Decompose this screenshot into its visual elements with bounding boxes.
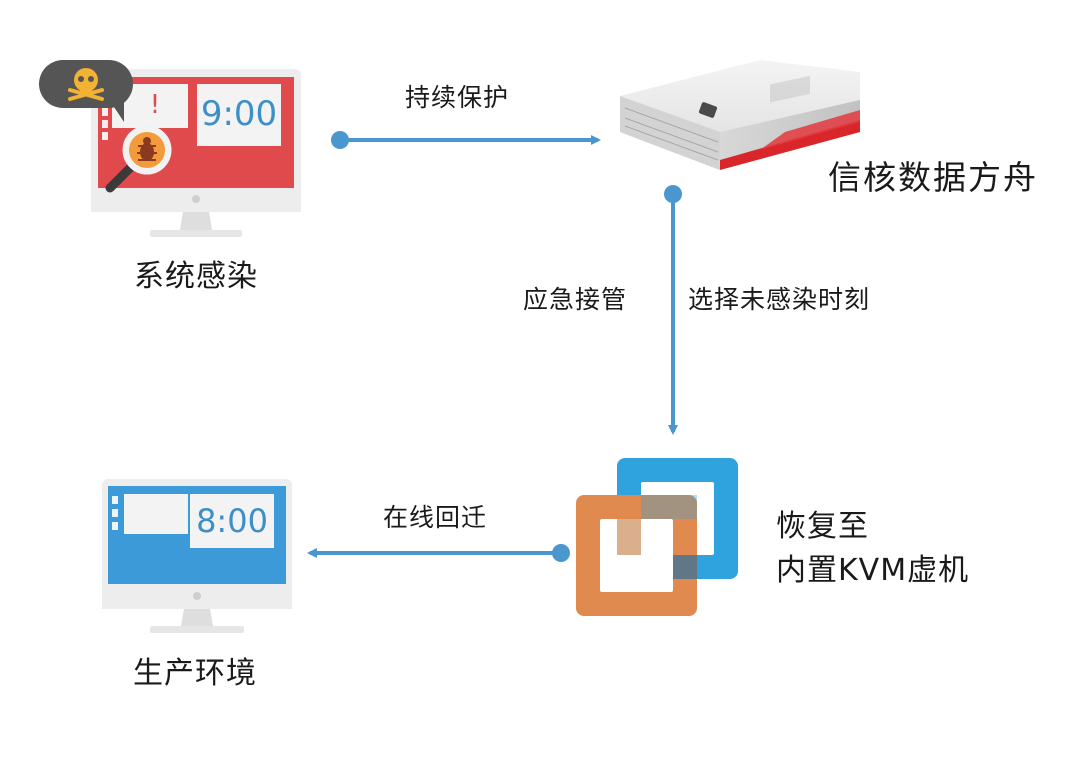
infected-computer [39,60,301,237]
arrow-takeover [664,185,682,435]
production-label: 生产环境 [133,656,257,691]
edge-label-protect: 持续保护 [405,83,510,112]
edge-label-select-time: 选择未感染时刻 [688,285,871,314]
ark-label: 信核数据方舟 [828,158,1038,197]
edge-label-migrate-back: 在线回迁 [383,503,488,532]
infected-clock: 9:00 [200,94,278,134]
server-icon [620,60,860,170]
kvm-logo-icon [576,458,738,616]
monitor-icon [102,479,292,633]
skull-icon [39,60,133,122]
alert-mark: ! [149,90,161,120]
edge-label-takeover: 应急接管 [523,285,628,314]
kvm-label-line2: 内置KVM虚机 [776,553,970,588]
production-clock: 8:00 [196,502,268,540]
production-computer [102,479,292,633]
infected-label: 系统感染 [134,259,258,294]
arrow-migrate-back [307,544,570,562]
arrow-protect [331,131,601,149]
bug-icon [137,137,157,161]
kvm-label-line1: 恢复至 [776,509,869,544]
